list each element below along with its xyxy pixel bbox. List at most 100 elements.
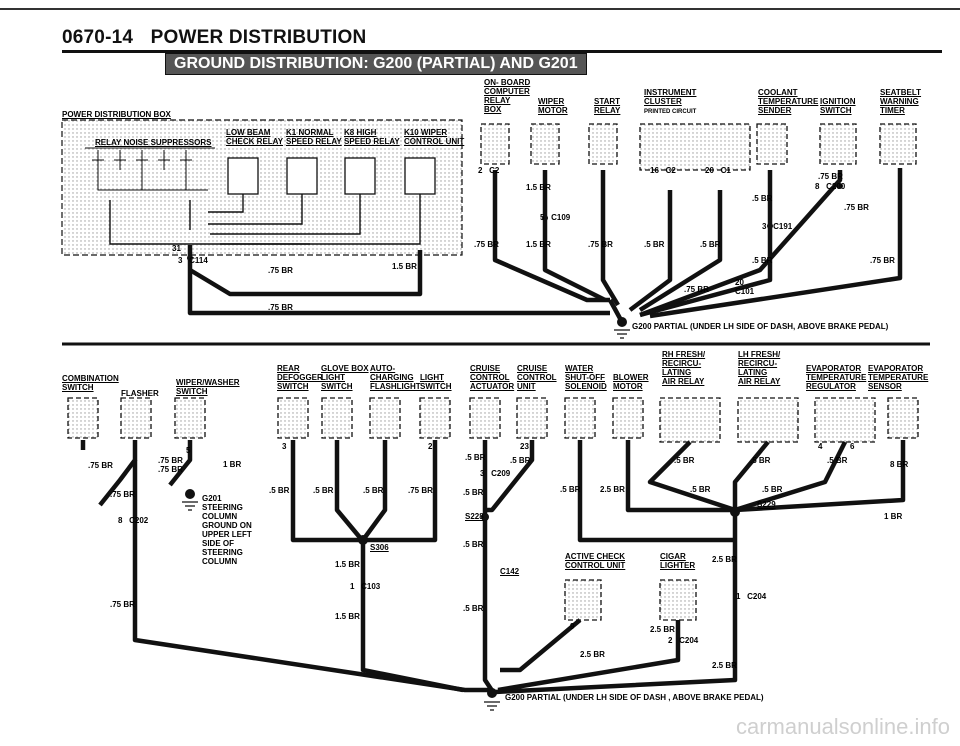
wire-gauge-label: .75 BR (408, 486, 433, 495)
k10-wiper-control-unit-label: K10 WIPER CONTROL UNIT (404, 128, 465, 146)
g200-top-ground-icon (614, 329, 630, 339)
instrument-cluster-label: INSTRUMENT CLUSTER (644, 88, 697, 106)
wire-gauge-label: .5 BR (644, 240, 665, 249)
c114-connector-label: 3 C114 (178, 256, 208, 265)
wire-gauge-label: 1.5 BR (335, 612, 360, 621)
pin-label: 9 (570, 622, 575, 631)
wire-gauge-label: 2.5 BR (712, 661, 737, 670)
coolant-temperature-sender-label: COOLANT TEMPERATURE SENDER (758, 88, 819, 115)
bottom-main-wires (80, 440, 906, 695)
watermark: carmanualsonline.info (735, 714, 950, 739)
onboard-computer-relay-box-label: ON- BOARD COMPUTER RELAY BOX (484, 78, 531, 114)
wire-gauge-label: .75 BR (110, 490, 135, 499)
wiper-washer-switch-label: WIPER/WASHER SWITCH (176, 378, 240, 396)
wire-gauge-label: .5 BR (465, 453, 486, 462)
pin-label: 3 (282, 442, 287, 451)
wire-gauge-label: 1.5 BR (335, 560, 360, 569)
wire-gauge-label: .75 BR (588, 240, 613, 249)
top-border-line (0, 8, 960, 10)
seatbelt-warning-timer-label: SEATBELT WARNING TIMER (880, 88, 922, 115)
top-connectors (187, 183, 843, 327)
wire-gauge-label: 8 BR (890, 460, 909, 469)
c200-connector-label: 8 C200 (815, 182, 846, 191)
wire-gauge-label: .75 BR .75 BR (158, 456, 183, 474)
pin-label: 6 (850, 442, 855, 451)
wire-gauge-label: 1.5 BR (526, 240, 551, 249)
c1-connector-label: 20 C1 (705, 166, 731, 175)
relay-noise-suppressors-label: RELAY NOISE SUPPRESSORS (95, 138, 212, 147)
wiper-motor-label: WIPER MOTOR (538, 97, 568, 115)
wire-gauge-label: .5 BR (463, 540, 484, 549)
active-check-control-unit-label: ACTIVE CHECK CONTROL UNIT (565, 552, 626, 570)
wire-gauge-label: .5 BR (827, 456, 848, 465)
header-rule (62, 50, 942, 53)
g200-top-label: G200 PARTIAL (UNDER LH SIDE OF DASH, ABO… (632, 322, 889, 331)
low-beam-check-relay-label: LOW BEAM CHECK RELAY (226, 128, 284, 146)
cruise-control-actuator-label: CRUISE CONTROL ACTUATOR (470, 364, 515, 391)
section-title: POWER DISTRIBUTION (150, 27, 367, 48)
noise-suppressors (92, 150, 208, 191)
bottom-connectors (185, 489, 740, 698)
relay-boxes (227, 157, 436, 195)
c209-connector-label: 3 C209 (480, 469, 511, 478)
wire-gauge-label: 2.5 BR (712, 555, 737, 564)
k1-normal-speed-relay-label: K1 NORMAL SPEED RELAY (286, 128, 342, 146)
wire-gauge-label: 2.5 BR (580, 650, 605, 659)
wire-gauge-label: .75 BR (474, 240, 499, 249)
g200-bottom-label: G200 PARTIAL (UNDER LH SIDE OF DASH , AB… (505, 693, 764, 702)
wire-gauge-label: 1.5 BR (392, 262, 417, 271)
wire-gauge-label: .75 BR (268, 303, 293, 312)
diagram-banner: GROUND DISTRIBUTION: G200 (PARTIAL) AND … (165, 53, 587, 75)
wire-gauge-label: .5 BR (690, 485, 711, 494)
ignition-switch-label: IGNITION SWITCH (820, 97, 856, 115)
wire-gauge-label: .75 BR (110, 600, 135, 609)
wire-gauge-label: .5 BR (700, 240, 721, 249)
c101-connector-label: 20 C101 (735, 278, 755, 296)
auto-charging-flashlight-label: AUTO- CHARGING FLASHLIGHT (370, 364, 421, 391)
rear-defogger-switch-label: REAR DEFOGGER SWITCH (277, 364, 323, 391)
g200-bottom-ground-icon (484, 701, 500, 711)
evaporator-temperature-sensor-label: EVAPORATOR TEMPERATURE SENSOR (868, 364, 929, 391)
page-number: 0670-14 (62, 27, 134, 48)
light-switch-label: LIGHT SWITCH (420, 373, 452, 391)
wire-gauge-label: .5 BR (510, 456, 531, 465)
wire-gauge-label: .5 BR (762, 485, 783, 494)
c109-connector-label: 5 C109 (540, 213, 571, 222)
wire-gauge-label: .5 BR (750, 456, 771, 465)
wire-gauge-label: .5 BR (463, 488, 484, 497)
wire-gauge-label: .5 BR (752, 194, 773, 203)
wire-gauge-label: 1 BR (223, 460, 242, 469)
wire-gauge-label: 2.5 BR (600, 485, 625, 494)
wire-gauge-label: .75 BR (684, 285, 709, 294)
wire-gauge-label: .5 BR (674, 456, 695, 465)
page-header: 0670-14 POWER DISTRIBUTION (62, 27, 366, 49)
flasher-label: FLASHER (121, 389, 159, 398)
glove-box-light-switch-label: GLOVE BOX LIGHT SWITCH (321, 364, 369, 391)
c202-connector-label: 8 C202 (118, 516, 149, 525)
bottom-components (67, 397, 919, 621)
power-distribution-box (61, 119, 463, 256)
wire-gauge-label: .75 BR (268, 266, 293, 275)
c204-connector-label: 1 C204 (736, 592, 767, 601)
g201-ground-icon (182, 501, 198, 511)
pin-label: 5 (186, 446, 191, 455)
cigar-lighter-label: CIGAR LIGHTER (660, 552, 696, 570)
top-internal-wires (109, 194, 421, 245)
cruise-control-unit-label: CRUISE CONTROL UNIT (517, 364, 557, 391)
pin-label: 23 (520, 442, 529, 451)
c204-connector-label: 2 C204 (668, 636, 699, 645)
wire-gauge-label: .5 BR (363, 486, 384, 495)
wire-gauge-label: .75 BR (844, 203, 869, 212)
wire-gauge-label: .5 BR (463, 604, 484, 613)
lh-fresh-recirculating-air-relay-label: LH FRESH/ RECIRCU- LATING AIR RELAY (738, 350, 781, 386)
wire-gauge-label: .5 BR (269, 486, 290, 495)
wire-gauge-label: 1.5 BR (526, 183, 551, 192)
top-main-wires (187, 168, 903, 324)
wire-gauge-label: .75 BR (88, 461, 113, 470)
pin-31-label: 31 (172, 244, 181, 253)
c142-connector-label: C142 (500, 567, 520, 576)
s306-splice-label: S306 (370, 543, 389, 552)
wire-gauge-label: .75 BR (870, 256, 895, 265)
printed-circuit-label: PRINTED CIRCUIT (644, 109, 697, 115)
